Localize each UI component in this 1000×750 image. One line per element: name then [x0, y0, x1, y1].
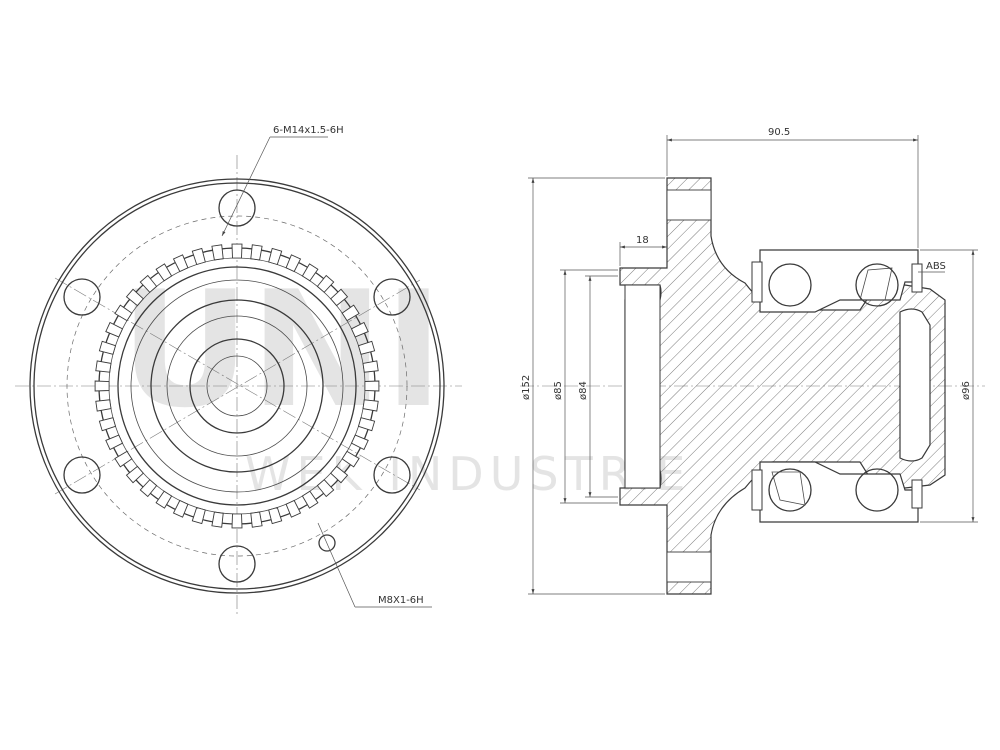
- tone-ring-tooth: [250, 244, 263, 261]
- bearing-ball: [768, 468, 812, 512]
- dim-length-label: 90.5: [768, 127, 790, 138]
- tone-ring-tooth: [191, 247, 206, 266]
- tone-ring-tooth: [316, 479, 335, 498]
- tone-ring-tooth: [172, 254, 189, 273]
- abs-ring-top: [911, 263, 923, 293]
- tone-ring-tooth: [155, 263, 173, 282]
- tone-ring-tooth: [330, 465, 349, 484]
- stud-hole-top: [666, 189, 712, 221]
- tone-ring-tooth: [125, 465, 144, 484]
- tone-ring-tooth: [341, 450, 360, 468]
- tone-ring-tooth: [350, 434, 369, 451]
- bolt-hole: [373, 456, 411, 494]
- tone-ring-tooth: [330, 288, 349, 307]
- watermark-brand: UNI: [120, 256, 443, 443]
- bolt-holes: [63, 189, 411, 583]
- tone-ring-tooth: [155, 490, 173, 509]
- bearing-bottom-outer-ring: [759, 461, 919, 523]
- tone-ring-tooth: [95, 360, 112, 373]
- bearing-ball: [855, 468, 899, 512]
- tone-ring-tooth: [95, 399, 112, 412]
- dim-pilot-label: ø85: [553, 381, 564, 400]
- tone-ring-tooth: [114, 304, 133, 322]
- hub-circle: [150, 299, 324, 473]
- tone-ring-tooth: [285, 499, 302, 518]
- tone-ring-tooth: [268, 506, 283, 525]
- bolt-label: 6-M14x1.5-6H: [273, 125, 344, 136]
- tone-ring-tooth: [231, 513, 243, 529]
- tone-ring-tooth: [285, 254, 302, 273]
- dim-flange-label: 18: [636, 235, 649, 246]
- tone-ring-tooth: [301, 263, 319, 282]
- tone-ring-tooth: [105, 321, 124, 338]
- tone-ring-tooth: [316, 274, 335, 293]
- tone-ring-tooth: [357, 417, 376, 432]
- tone-ring-tooth: [357, 340, 376, 355]
- tone-ring-tooth: [98, 417, 117, 432]
- tone-ring-tooth: [350, 321, 369, 338]
- bore-circle: [189, 338, 285, 434]
- bolt-hole: [218, 545, 256, 583]
- pilot-inner-circle: [130, 279, 344, 493]
- abs-ring-bottom: [911, 479, 923, 509]
- bolt-hole: [373, 278, 411, 316]
- screw-label-leader: [317, 522, 356, 608]
- bolt-hole: [63, 278, 101, 316]
- flange-outer-inner-circle: [33, 182, 441, 590]
- tone-ring-tooth: [362, 360, 379, 373]
- hub-section: [619, 177, 946, 595]
- tone-ring-tooth: [172, 499, 189, 518]
- watermark: UNI WEK INDUSTRIE: [120, 256, 691, 501]
- front-view: 6-M14x1.5-6H M8X1-6H: [15, 125, 462, 615]
- tone-ring-tooth: [125, 288, 144, 307]
- bolt-label-leader: [221, 136, 271, 237]
- tone-ring-tooth: [341, 304, 360, 322]
- bore-inner-circle: [206, 355, 268, 417]
- screw-hole: [318, 534, 336, 552]
- tone-ring-tooth: [139, 479, 158, 498]
- abs-label: ABS: [926, 261, 946, 272]
- tone-ring-tooth: [94, 380, 110, 392]
- bolt-hole: [218, 189, 256, 227]
- stud-hole-bottom: [666, 551, 712, 583]
- flange-outer-circle: [29, 178, 445, 594]
- abs-tone-ring: [94, 243, 380, 529]
- pilot-bore: [624, 284, 661, 489]
- dim-bearing-label: ø96: [961, 381, 972, 400]
- section-view: 90.5 18 ø152 ø85 ø84 ø96 ABS: [520, 127, 985, 595]
- dim-bore-label: ø84: [578, 381, 589, 400]
- tone-ring-tooth: [114, 450, 133, 468]
- tone-ring-tooth: [211, 511, 224, 528]
- tone-ring-tooth: [211, 244, 224, 261]
- pilot-outer-circle: [117, 266, 357, 506]
- watermark-subtitle: WEK INDUSTRIE: [245, 447, 691, 501]
- bearing-ball: [855, 263, 899, 307]
- dim-outer-label: ø152: [521, 375, 532, 400]
- bearing-cage: [771, 471, 806, 506]
- bearing-ball: [768, 263, 812, 307]
- bearing-top-outer-ring: [759, 249, 919, 313]
- hub-inner-circle: [166, 315, 308, 457]
- tone-ring-tooth: [191, 506, 206, 525]
- seal-top-inner: [751, 261, 763, 303]
- bearing-cage: [859, 267, 893, 301]
- tone-ring-tooth: [231, 243, 243, 259]
- tone-ring-tooth: [98, 340, 117, 355]
- tone-ring-tooth: [268, 247, 283, 266]
- tone-ring-tooth: [105, 434, 124, 451]
- seal-bottom-inner: [751, 469, 763, 511]
- screw-label: M8X1-6H: [378, 595, 424, 606]
- tone-ring-teeth: [94, 243, 380, 529]
- bolt-hole: [63, 456, 101, 494]
- tone-ring-tooth: [301, 490, 319, 509]
- hub-cavity: [899, 308, 931, 462]
- bolt-pitch-circle: [66, 215, 408, 557]
- tone-ring-tooth: [364, 380, 380, 392]
- tone-ring-tooth: [362, 399, 379, 412]
- tone-ring-tooth: [139, 274, 158, 293]
- tone-ring-tooth: [250, 511, 263, 528]
